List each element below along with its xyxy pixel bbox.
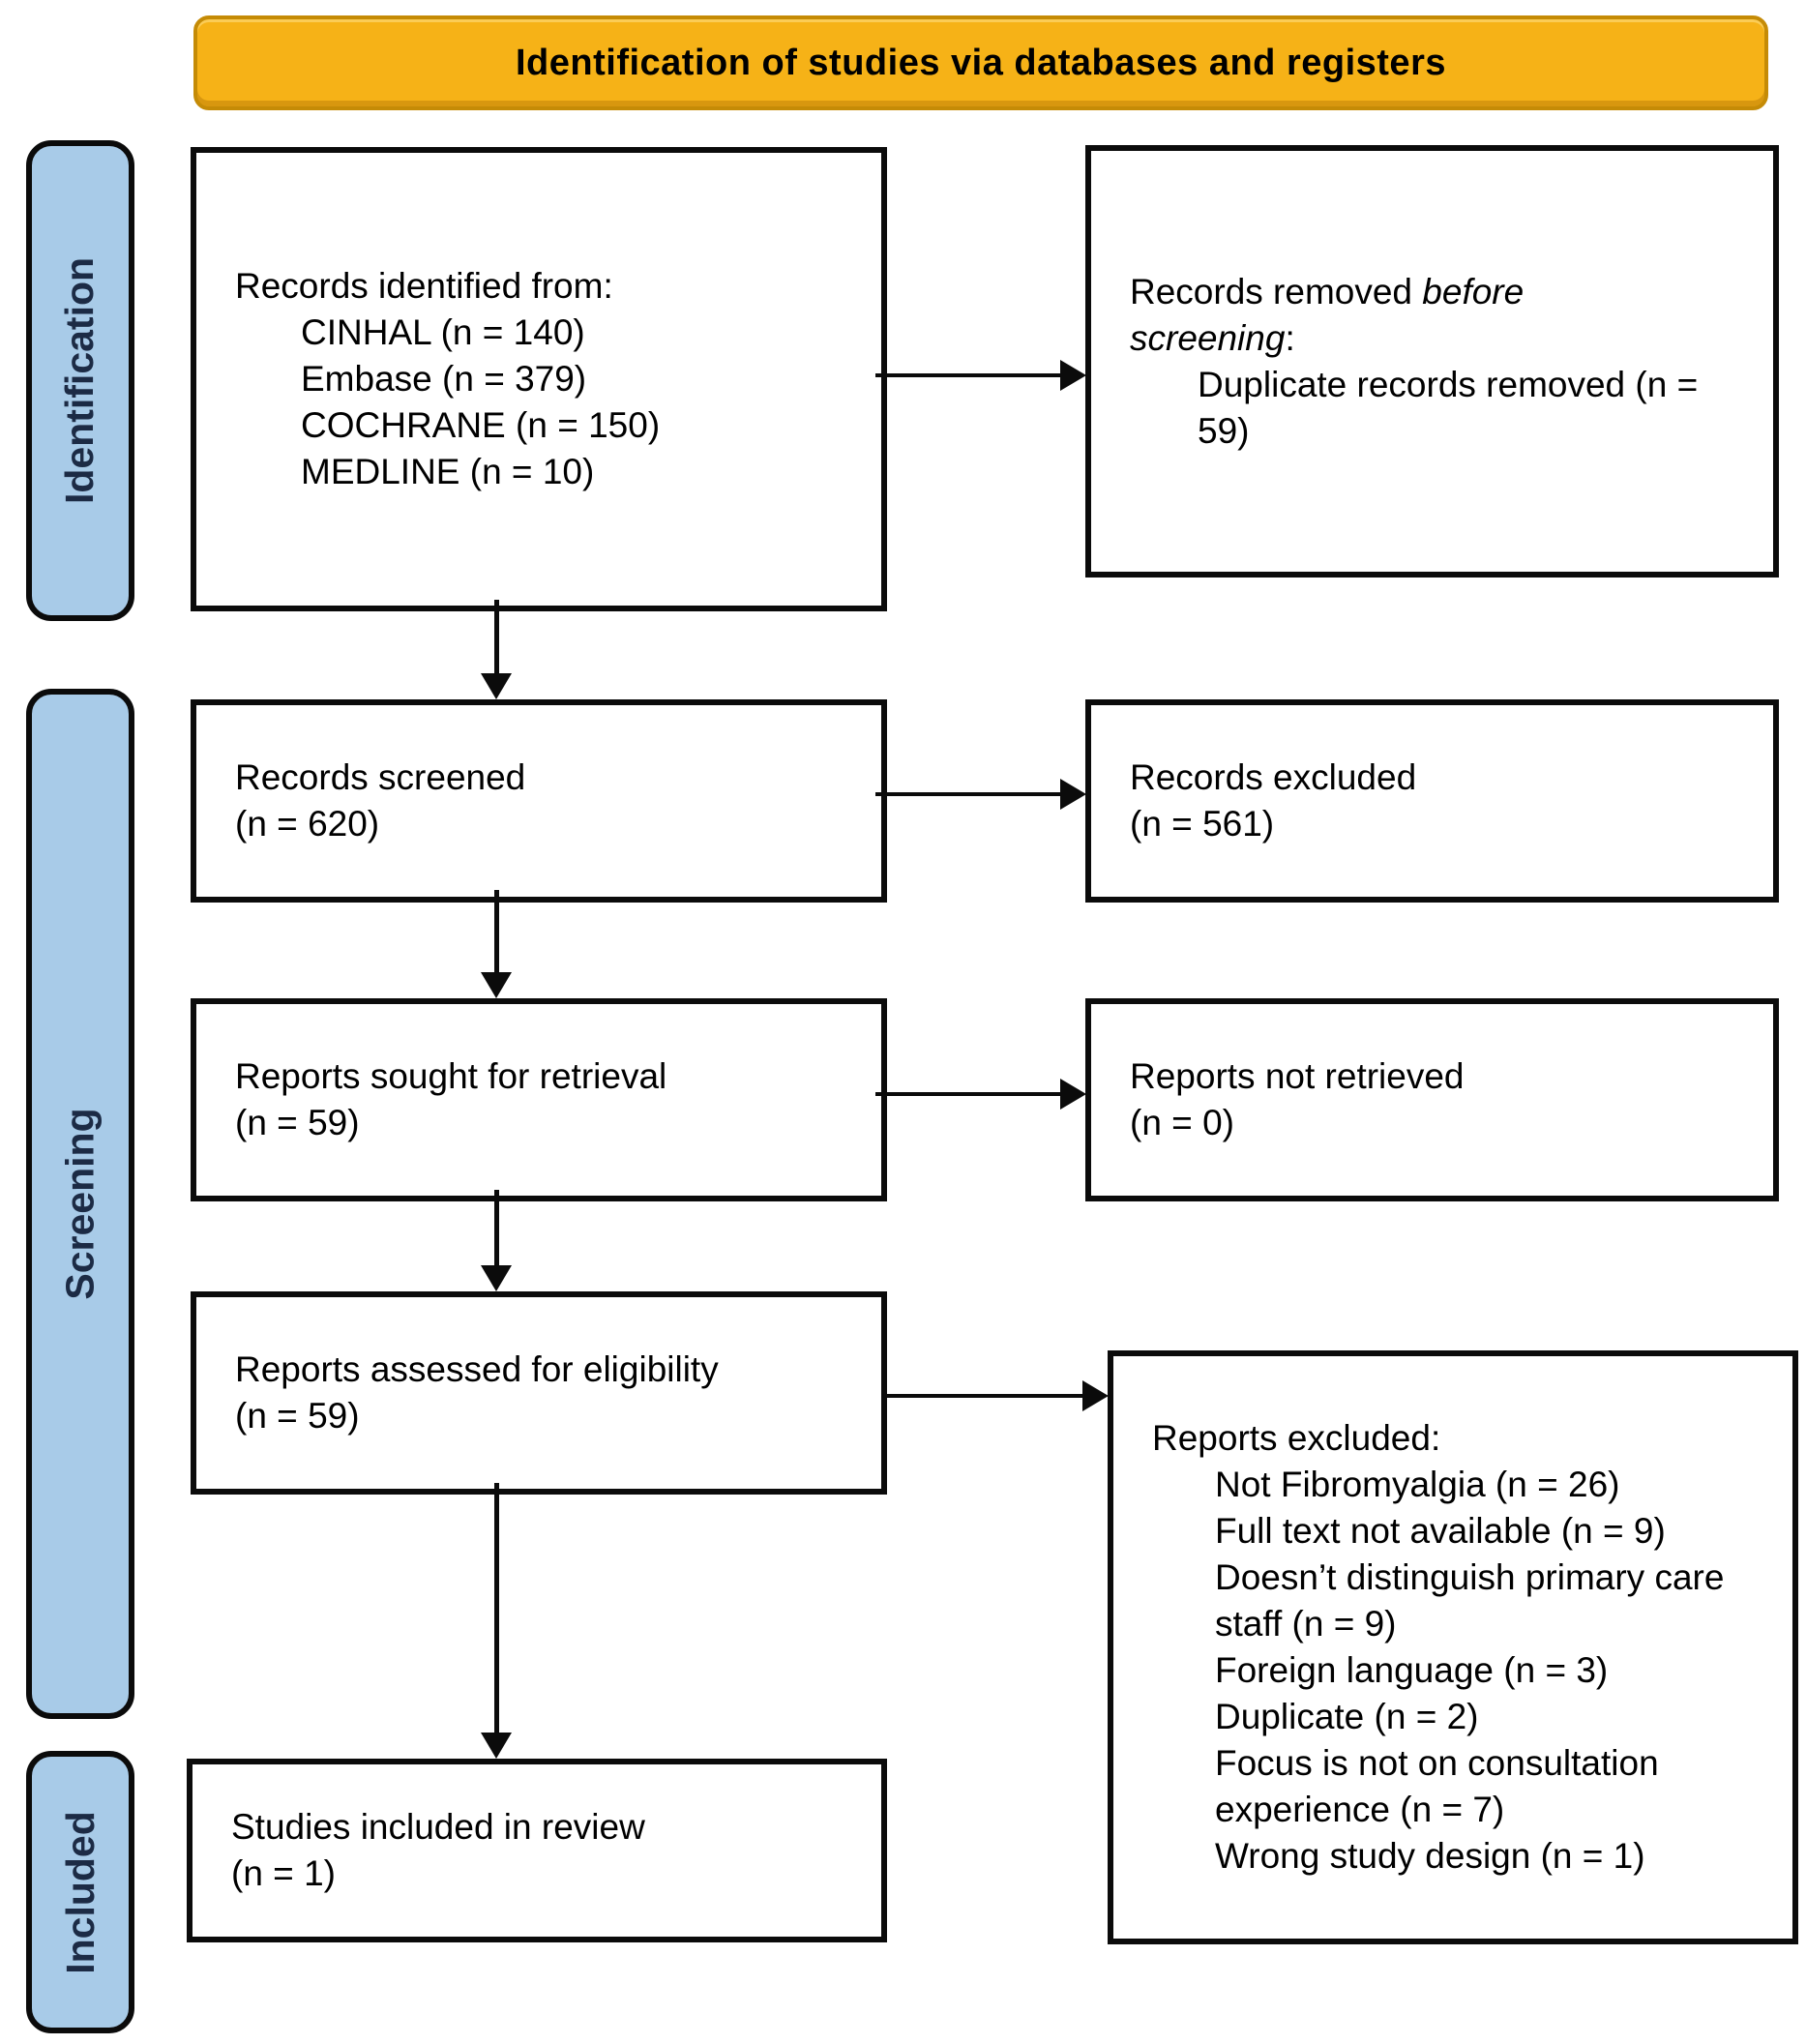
flow-box-reports-excluded: Reports excluded: Not Fibromyalgia (n = …: [1108, 1350, 1798, 1944]
box-item: Foreign language (n = 3): [1215, 1650, 1609, 1690]
flow-box-studies-included: Studies included in review (n = 1): [187, 1759, 887, 1942]
stage-label-identification: Identification: [57, 256, 103, 505]
box-count: (n = 59): [235, 1396, 360, 1436]
box-item: Wrong study design (n = 1): [1215, 1836, 1645, 1876]
box-item: CINHAL (n = 140): [301, 312, 585, 352]
box-item: MEDLINE (n = 10): [301, 452, 595, 491]
stage-label-screening: Screening: [57, 1108, 103, 1300]
box-line: Studies included in review: [231, 1807, 645, 1847]
box-title-suffix: :: [1285, 317, 1295, 358]
flow-box-reports-not-retrieved: Reports not retrieved (n = 0): [1085, 998, 1779, 1201]
box-item: Embase (n = 379): [301, 359, 587, 399]
box-count: (n = 561): [1130, 804, 1275, 844]
box-item: Duplicate (n = 2): [1215, 1697, 1479, 1736]
flow-box-reports-assessed: Reports assessed for eligibility (n = 59…: [191, 1291, 887, 1495]
box-count: (n = 59): [235, 1103, 360, 1142]
box-item: Duplicate records removed (n = 59): [1198, 364, 1699, 451]
flow-box-reports-sought: Reports sought for retrieval (n = 59): [191, 998, 887, 1201]
box-title: Reports excluded:: [1152, 1418, 1441, 1458]
box-title-text: Records removed: [1130, 271, 1423, 311]
flow-box-records-screened: Records screened (n = 620): [191, 699, 887, 903]
box-count: (n = 0): [1130, 1103, 1234, 1142]
box-item: COCHRANE (n = 150): [301, 405, 661, 445]
flow-box-records-removed: Records removed before screening: Duplic…: [1085, 145, 1779, 578]
box-line: Records screened: [235, 757, 526, 797]
box-line: Reports assessed for eligibility: [235, 1349, 719, 1389]
box-item: Not Fibromyalgia (n = 26): [1215, 1465, 1620, 1504]
stage-bar-screening: Screening: [26, 689, 134, 1719]
stage-bar-included: Included: [26, 1751, 134, 2033]
diagram-title: Identification of studies via databases …: [516, 42, 1446, 83]
box-title-italic: before screening: [1130, 271, 1525, 358]
box-item: Full text not available (n = 9): [1215, 1511, 1666, 1551]
box-count: (n = 620): [235, 804, 380, 844]
flow-box-records-excluded: Records excluded (n = 561): [1085, 699, 1779, 903]
box-line: Reports sought for retrieval: [235, 1056, 667, 1096]
box-line: Reports not retrieved: [1130, 1056, 1465, 1096]
box-count: (n = 1): [231, 1853, 336, 1893]
box-item: Focus is not on consultation experience …: [1215, 1743, 1659, 1829]
box-title: Records identified from:: [235, 266, 613, 306]
box-line: Records excluded: [1130, 757, 1417, 797]
flow-box-records-identified: Records identified from: CINHAL (n = 140…: [191, 147, 887, 611]
stage-bar-identification: Identification: [26, 140, 134, 621]
stage-label-included: Included: [57, 1810, 103, 1974]
title-banner: Identification of studies via databases …: [193, 15, 1768, 110]
box-title: Records removed before screening:: [1091, 269, 1594, 362]
box-item: Doesn’t distinguish primary care staff (…: [1215, 1557, 1725, 1644]
